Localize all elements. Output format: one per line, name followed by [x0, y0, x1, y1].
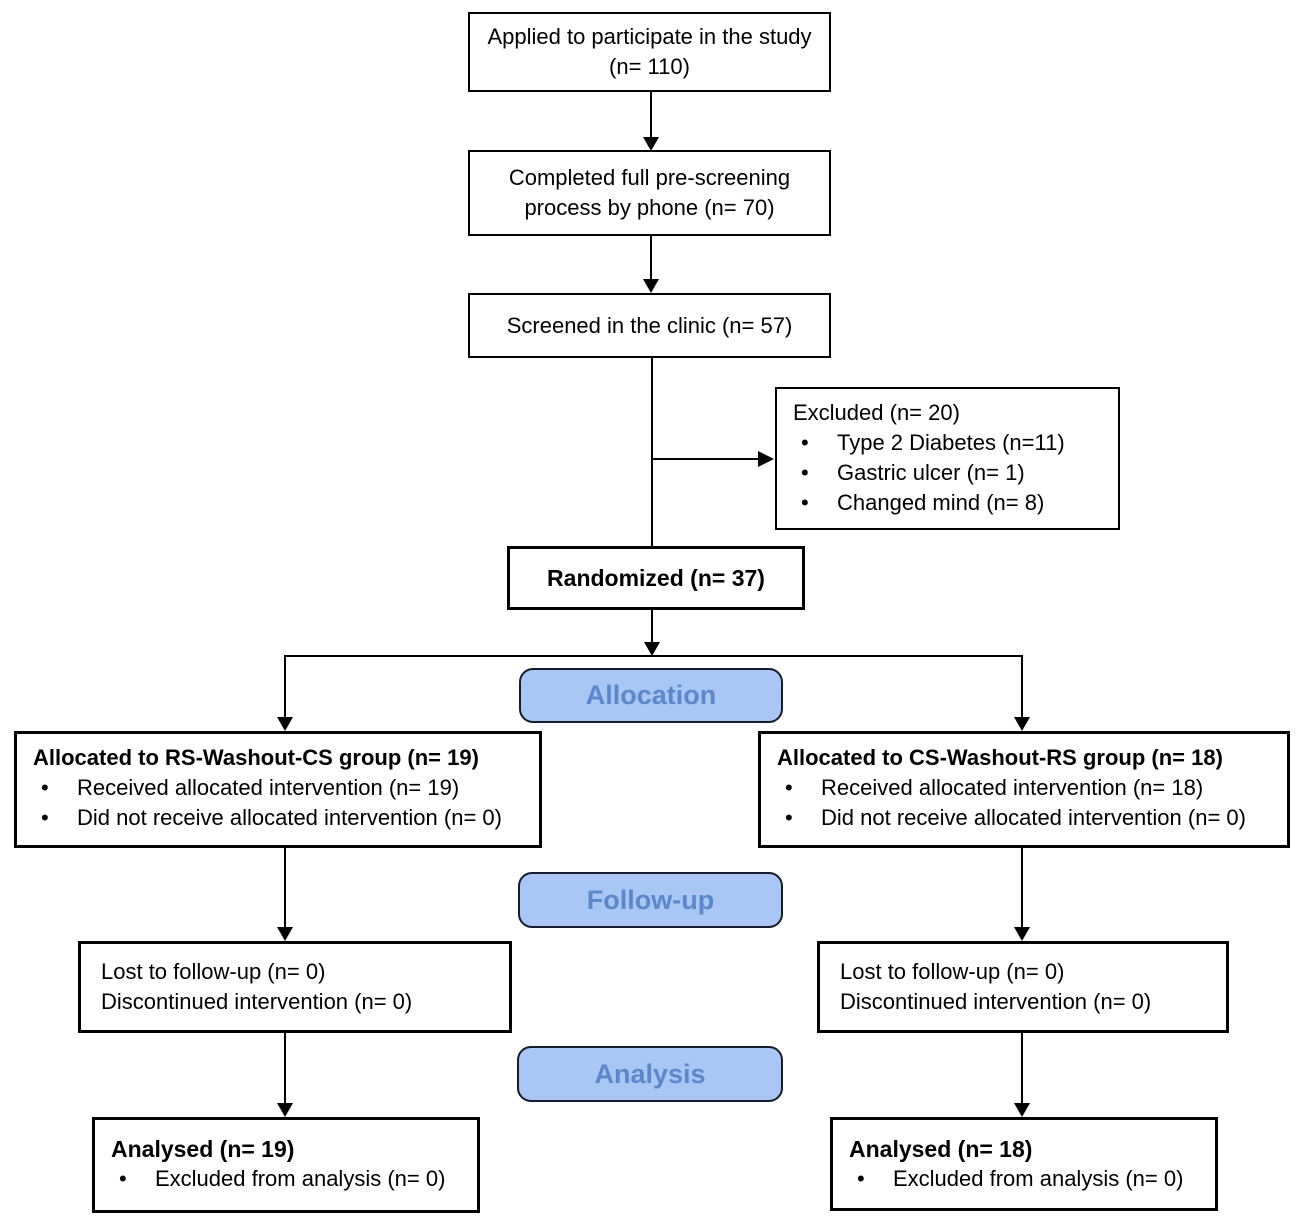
arrowhead-alloc-right	[1014, 717, 1030, 731]
arrowhead-split	[644, 642, 660, 656]
connector-branch-excluded	[652, 458, 758, 460]
connector-prescreen-screened	[650, 236, 652, 280]
stage-allocation-label: Allocation	[585, 680, 717, 710]
connector-applied-prescreen	[650, 92, 652, 138]
box-analysed-left-list: Excluded from analysis (n= 0)	[111, 1164, 467, 1194]
alloc-right-item: Received allocated intervention (n= 18)	[777, 773, 1277, 803]
box-excluded-list: Type 2 Diabetes (n=11) Gastric ulcer (n=…	[793, 428, 1108, 518]
arrowhead-followup-left	[277, 927, 293, 941]
stage-analysis-label: Analysis	[594, 1058, 706, 1089]
box-screened: Screened in the clinic (n= 57)	[468, 293, 831, 358]
stage-followup-label: Follow-up	[586, 884, 715, 915]
followup-right-line: Lost to follow-up (n= 0)	[840, 959, 1065, 984]
connector-followup-analysed-left	[284, 1033, 286, 1104]
connector-alloc-followup-right	[1021, 848, 1023, 928]
arrowhead-alloc-left	[277, 717, 293, 731]
followup-left-line: Discontinued intervention (n= 0)	[101, 989, 413, 1014]
box-screened-text: Screened in the clinic (n= 57)	[506, 312, 793, 338]
arrowhead-prescreen	[643, 137, 659, 151]
box-alloc-left: Allocated to RS-Washout-CS group (n= 19)…	[14, 731, 542, 848]
followup-right-line: Discontinued intervention (n= 0)	[840, 989, 1152, 1014]
box-prescreen-text: Completed full pre-screening process by …	[508, 165, 791, 220]
box-randomized: Randomized (n= 37)	[507, 546, 805, 610]
box-alloc-left-list: Received allocated intervention (n= 19) …	[33, 773, 529, 833]
excluded-item: Changed mind (n= 8)	[793, 488, 1108, 518]
arrowhead-excluded	[758, 451, 774, 467]
followup-left-line: Lost to follow-up (n= 0)	[101, 959, 326, 984]
alloc-left-item: Did not receive allocated intervention (…	[33, 803, 529, 833]
box-alloc-right-list: Received allocated intervention (n= 18) …	[777, 773, 1277, 833]
box-followup-right: Lost to follow-up (n= 0) Discontinued in…	[817, 941, 1229, 1033]
box-followup-left: Lost to follow-up (n= 0) Discontinued in…	[78, 941, 512, 1033]
box-analysed-left: Analysed (n= 19) Excluded from analysis …	[92, 1117, 480, 1213]
box-analysed-right-list: Excluded from analysis (n= 0)	[849, 1164, 1205, 1194]
arrowhead-followup-right	[1014, 927, 1030, 941]
connector-screened-randomized	[651, 358, 653, 548]
arrowhead-analysed-right	[1014, 1103, 1030, 1117]
box-prescreen: Completed full pre-screening process by …	[468, 150, 831, 236]
box-alloc-left-title: Allocated to RS-Washout-CS group (n= 19)	[33, 745, 479, 770]
box-analysed-right: Analysed (n= 18) Excluded from analysis …	[830, 1117, 1218, 1211]
box-applied: Applied to participate in the study (n= …	[468, 12, 831, 92]
analysed-left-item: Excluded from analysis (n= 0)	[111, 1164, 467, 1194]
connector-split-bar	[284, 655, 1023, 657]
box-applied-text: Applied to participate in the study (n= …	[487, 24, 812, 79]
box-alloc-right-title: Allocated to CS-Washout-RS group (n= 18)	[777, 745, 1223, 770]
box-alloc-right: Allocated to CS-Washout-RS group (n= 18)…	[758, 731, 1290, 848]
alloc-left-item: Received allocated intervention (n= 19)	[33, 773, 529, 803]
box-analysed-right-title: Analysed (n= 18)	[849, 1136, 1033, 1162]
box-excluded: Excluded (n= 20) Type 2 Diabetes (n=11) …	[775, 387, 1120, 530]
alloc-right-item: Did not receive allocated intervention (…	[777, 803, 1277, 833]
connector-split-alloc-left	[284, 655, 286, 718]
stage-followup: Follow-up	[518, 872, 783, 928]
stage-analysis: Analysis	[517, 1046, 783, 1102]
connector-followup-analysed-right	[1021, 1033, 1023, 1104]
arrowhead-analysed-left	[277, 1103, 293, 1117]
excluded-item: Type 2 Diabetes (n=11)	[793, 428, 1108, 458]
analysed-right-item: Excluded from analysis (n= 0)	[849, 1164, 1205, 1194]
connector-alloc-followup-left	[284, 848, 286, 928]
connector-randomized-split	[651, 609, 653, 643]
stage-allocation: Allocation	[519, 668, 783, 723]
box-excluded-title: Excluded (n= 20)	[793, 400, 960, 425]
arrowhead-screened	[643, 279, 659, 293]
excluded-item: Gastric ulcer (n= 1)	[793, 458, 1108, 488]
connector-split-alloc-right	[1021, 655, 1023, 718]
box-randomized-text: Randomized (n= 37)	[547, 565, 765, 591]
box-analysed-left-title: Analysed (n= 19)	[111, 1136, 295, 1162]
